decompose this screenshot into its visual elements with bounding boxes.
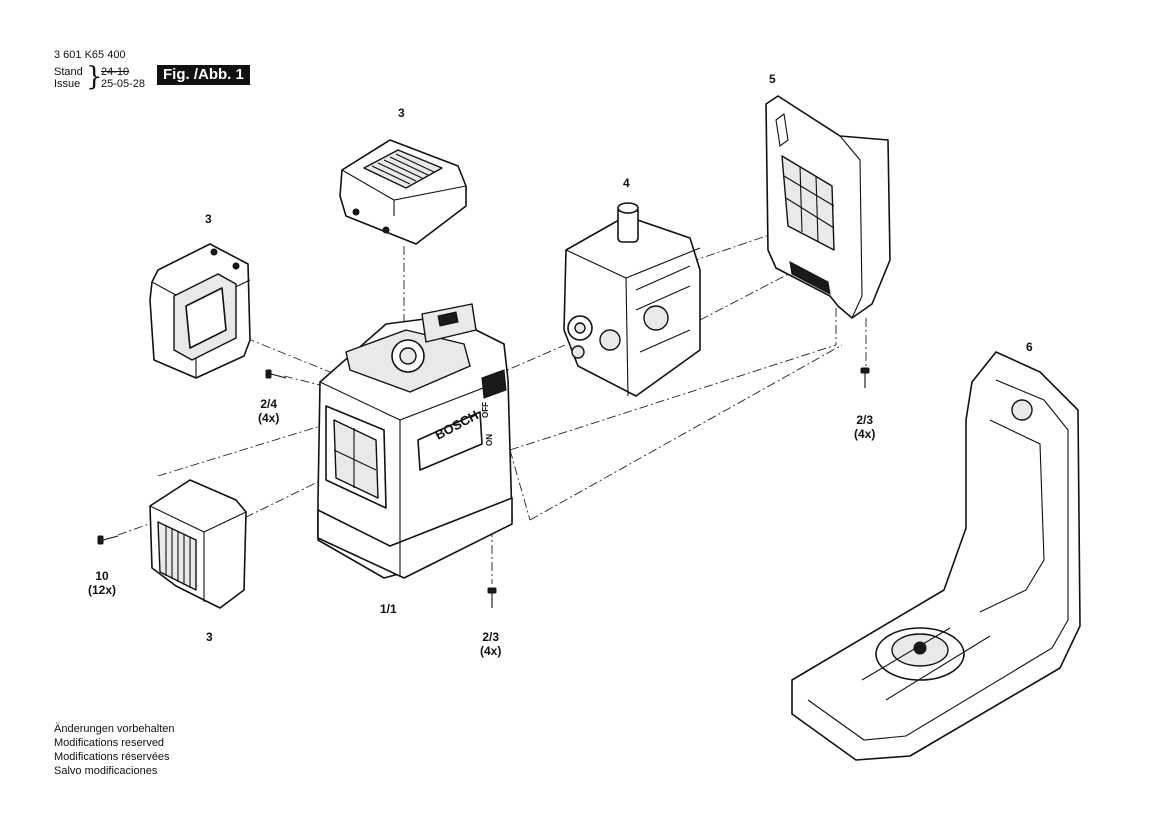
brace-glyph: } xyxy=(86,62,103,92)
stand-value: 24-10 xyxy=(101,66,130,78)
callout-screw-left-number: 10 xyxy=(95,569,109,583)
callout-left-cover: 3 xyxy=(205,212,212,226)
callout-screw-center-qty: (4x) xyxy=(258,411,280,425)
callout-rear-cover: 5 xyxy=(769,72,776,86)
callout-bracket: 6 xyxy=(1026,340,1033,354)
notice-es: Salvo modificaciones xyxy=(54,765,158,777)
bottom-cover xyxy=(149,479,247,609)
housing xyxy=(317,303,513,579)
callout-screw-right-qty: (4x) xyxy=(854,427,876,441)
callout-screw-right-number: 2/3 xyxy=(856,413,874,427)
housing-off-text: OFF xyxy=(481,402,490,418)
screw-center xyxy=(265,369,287,379)
callout-screw-bottom-number: 2/3 xyxy=(482,630,500,644)
callout-screw-right: 2/3 (4x) xyxy=(854,413,875,441)
notice-fr: Modifications réservées xyxy=(54,751,170,763)
callout-screw-bottom: 2/3 (4x) xyxy=(480,630,501,658)
figure-badge: Fig. /Abb. 1 xyxy=(157,65,250,85)
rear-cover xyxy=(765,95,891,319)
callout-housing: 1/1 xyxy=(380,602,397,616)
housing-on-text: ON xyxy=(485,434,494,446)
laser-module xyxy=(563,202,701,397)
callout-screw-center: 2/4 (4x) xyxy=(258,397,279,425)
callout-bottom-cover: 3 xyxy=(206,630,213,644)
top-cover xyxy=(339,139,467,245)
callout-screw-bottom-qty: (4x) xyxy=(480,644,502,658)
screw-bottom xyxy=(487,587,497,608)
notice-en: Modifications reserved xyxy=(54,737,165,749)
callout-screw-center-number: 2/4 xyxy=(260,397,278,411)
screw-left xyxy=(97,535,119,545)
bracket xyxy=(791,351,1081,761)
notice-de: Änderungen vorbehalten xyxy=(54,723,175,735)
callout-screw-left-qty: (12x) xyxy=(88,583,117,597)
issue-value: 25-05-28 xyxy=(101,78,146,90)
modifications-notice: Änderungen vorbehalten Modifications res… xyxy=(54,722,174,778)
callout-screw-left: 10 (12x) xyxy=(88,569,116,597)
stand-label: Stand xyxy=(54,66,83,78)
callout-laser-module: 4 xyxy=(623,176,630,190)
left-cover xyxy=(149,243,251,379)
callout-top-cover: 3 xyxy=(398,106,405,120)
issue-label: Issue xyxy=(54,78,81,90)
screw-right xyxy=(860,367,870,388)
part-number: 3 601 K65 400 xyxy=(54,49,126,61)
